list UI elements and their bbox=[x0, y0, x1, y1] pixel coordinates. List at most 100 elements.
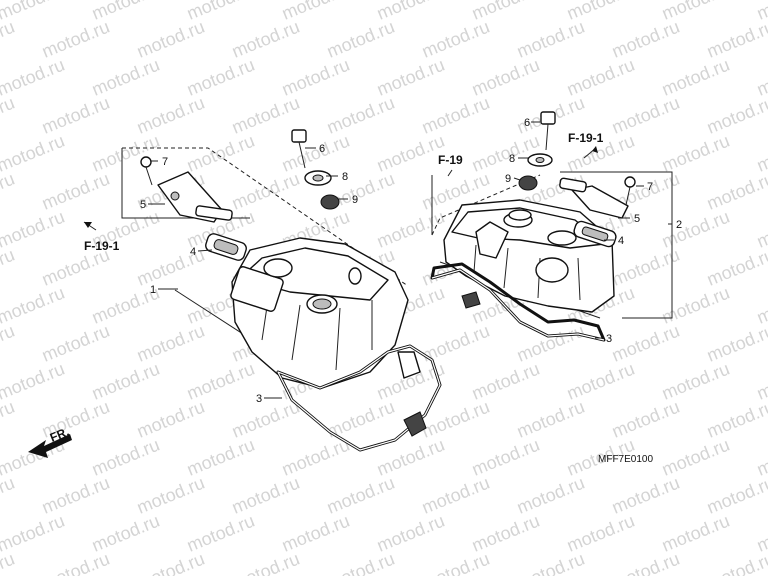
watermark-text: motod.ru bbox=[469, 359, 542, 404]
watermark-text: motod.ru bbox=[39, 473, 112, 518]
washer-right-hole bbox=[535, 157, 545, 163]
ref-left-arrowhead bbox=[84, 222, 92, 228]
watermark-text: motod.ru bbox=[324, 549, 397, 576]
watermark-text: motod.ru bbox=[229, 473, 302, 518]
watermark-text: motod.ru bbox=[0, 131, 67, 176]
callout-left-9: 9 bbox=[352, 194, 358, 206]
seal-right-inner bbox=[581, 226, 609, 242]
watermark-text: motod.ru bbox=[0, 93, 17, 138]
watermark-text: motod.ru bbox=[564, 359, 637, 404]
breather-pipe-right bbox=[559, 177, 587, 193]
watermark-text: motod.ru bbox=[134, 245, 207, 290]
callout-right-2: 2 bbox=[676, 219, 682, 231]
bolt-left-small-shank bbox=[145, 166, 153, 186]
left-assembly-frame-top bbox=[122, 147, 409, 287]
watermark-text: motod.ru bbox=[609, 549, 682, 576]
watermark-text: motod.ru bbox=[514, 397, 587, 442]
watermark-text: motod.ru bbox=[609, 245, 682, 290]
watermark-text: motod.ru bbox=[0, 207, 67, 252]
watermark-text: motod.ru bbox=[469, 131, 542, 176]
bracket-left-hole bbox=[170, 191, 180, 201]
ref-right-f19-1: F-19-1 bbox=[568, 131, 604, 145]
cover-right-ribs bbox=[473, 244, 581, 301]
watermark-text: motod.ru bbox=[374, 131, 447, 176]
cover-left-ribs bbox=[261, 299, 373, 371]
watermark-text: motod.ru bbox=[0, 55, 67, 100]
leader-right-9 bbox=[513, 177, 521, 181]
watermark-text: motod.ru bbox=[0, 169, 17, 214]
watermark-text: motod.ru bbox=[0, 359, 67, 404]
watermark-text: motod.ru bbox=[184, 435, 257, 480]
gasket-left-highlight bbox=[277, 345, 441, 451]
watermark-text: motod.ru bbox=[0, 473, 17, 518]
gasket-right-plug bbox=[461, 291, 481, 309]
cover-left-boss bbox=[348, 267, 362, 285]
watermark-text: motod.ru bbox=[39, 321, 112, 366]
cover-left-spark-plug-hole-1 bbox=[263, 258, 293, 278]
watermark-text: motod.ru bbox=[659, 131, 732, 176]
seal-left-inner bbox=[213, 239, 239, 255]
watermark-text: motod.ru bbox=[89, 55, 162, 100]
watermark-text: motod.ru bbox=[39, 549, 112, 576]
right-frame-right bbox=[560, 171, 673, 319]
watermark-text: motod.ru bbox=[134, 17, 207, 62]
watermark-text: motod.ru bbox=[659, 55, 732, 100]
front-direction-indicator: FR. bbox=[28, 425, 72, 458]
callout-left-1: 1 bbox=[150, 284, 156, 296]
leader-left-4 bbox=[197, 249, 213, 252]
watermark-text: motod.ru bbox=[704, 17, 768, 62]
callout-right-3: 3 bbox=[606, 333, 612, 345]
watermark-text: motod.ru bbox=[419, 93, 492, 138]
watermark-text: motod.ru bbox=[609, 321, 682, 366]
watermark-text: motod.ru bbox=[279, 131, 352, 176]
watermark-text: motod.ru bbox=[0, 283, 67, 328]
bolt-right-large-head bbox=[540, 111, 556, 125]
watermark-text: motod.ru bbox=[659, 359, 732, 404]
watermark-text: motod.ru bbox=[609, 93, 682, 138]
watermark-text: motod.ru bbox=[704, 397, 768, 442]
cover-right-dome bbox=[535, 257, 569, 283]
watermark-text: motod.ru bbox=[134, 473, 207, 518]
watermark-text: motod.ru bbox=[419, 17, 492, 62]
ref-left-f19-1: F-19-1 bbox=[84, 239, 120, 253]
cover-left-oil-cap-seat bbox=[230, 266, 284, 312]
watermark-text: motod.ru bbox=[0, 549, 17, 576]
watermark-text: motod.ru bbox=[229, 169, 302, 214]
watermark-text: motod.ru bbox=[89, 511, 162, 556]
watermark-text: motod.ru bbox=[754, 55, 768, 100]
watermark-text: motod.ru bbox=[419, 549, 492, 576]
watermark-text: motod.ru bbox=[374, 207, 447, 252]
watermark-text: motod.ru bbox=[39, 17, 112, 62]
front-label: FR. bbox=[48, 425, 71, 445]
watermark-text: motod.ru bbox=[134, 321, 207, 366]
watermark-text: motod.ru bbox=[89, 435, 162, 480]
watermark-text: motod.ru bbox=[184, 359, 257, 404]
right-cylinder-head-cover-assembly: 6 8 9 7 5 4 3 2 F-19 F-19-1 bbox=[430, 111, 682, 345]
watermark-text: motod.ru bbox=[609, 397, 682, 442]
grommet-right bbox=[518, 175, 538, 191]
ref-right-f19: F-19 bbox=[438, 153, 463, 167]
gasket-right-highlight bbox=[431, 269, 605, 341]
callout-left-8: 8 bbox=[342, 171, 348, 183]
watermark-text: motod.ru bbox=[324, 473, 397, 518]
gasket-left-tab bbox=[397, 351, 421, 379]
watermark-text: motod.ru bbox=[419, 473, 492, 518]
watermark-text: motod.ru bbox=[324, 17, 397, 62]
watermark-text: motod.ru bbox=[469, 435, 542, 480]
callout-left-5: 5 bbox=[140, 199, 146, 211]
watermark-text: motod.ru bbox=[0, 245, 17, 290]
cover-right-oil-filler bbox=[475, 221, 509, 259]
watermark-text: motod.ru bbox=[659, 207, 732, 252]
ref-right-f19-1-arrowhead bbox=[592, 146, 598, 153]
breather-bracket-right bbox=[571, 185, 629, 219]
watermark-text: motod.ru bbox=[89, 359, 162, 404]
diagram-code: MFF7E0100 bbox=[598, 454, 653, 465]
watermark-text: motod.ru bbox=[229, 549, 302, 576]
watermark-text: motod.ru bbox=[324, 93, 397, 138]
watermark-text: motod.ru bbox=[0, 511, 67, 556]
watermark-text: motod.ru bbox=[229, 397, 302, 442]
bolt-left-small-head bbox=[140, 156, 152, 168]
callout-left-4: 4 bbox=[190, 246, 196, 258]
watermark-text: motod.ru bbox=[374, 55, 447, 100]
washer-left-hole bbox=[312, 174, 324, 182]
